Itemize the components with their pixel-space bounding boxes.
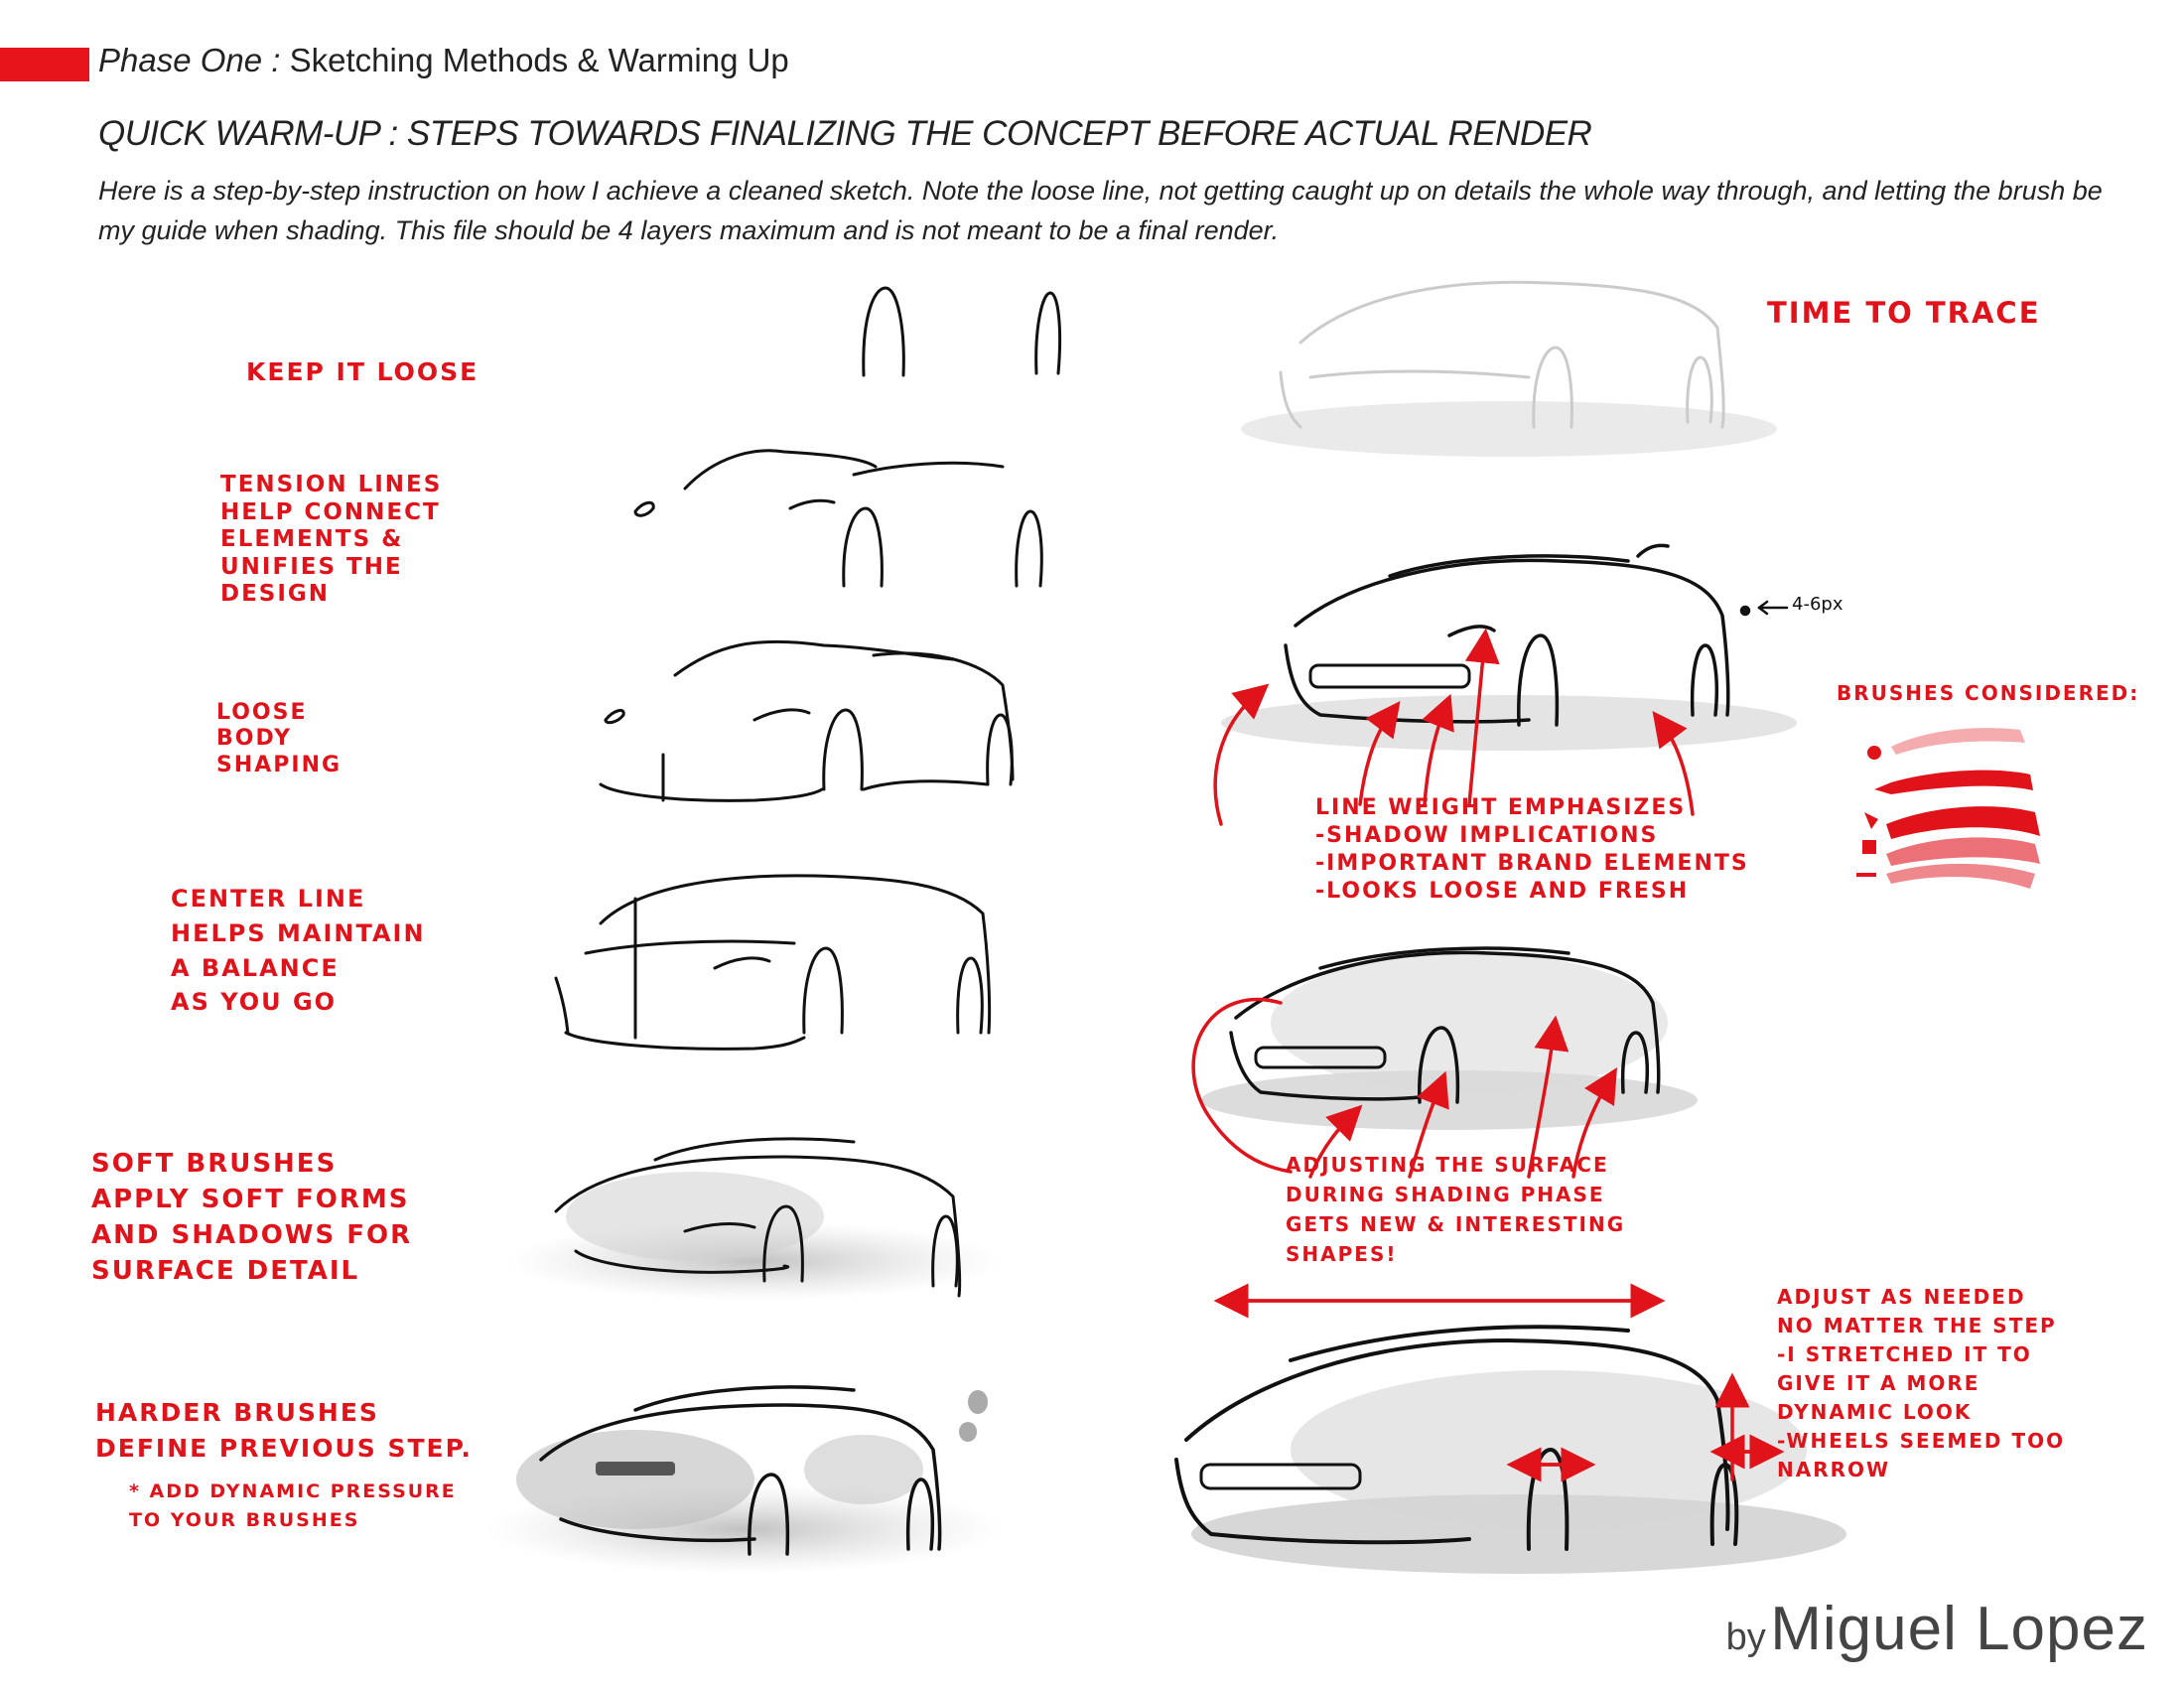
page-subtitle: QUICK WARM-UP : STEPS TOWARDS FINALIZING… [98,114,1592,153]
note-soft-brushes: Soft brushes apply soft forms and shadow… [91,1149,413,1286]
sketch-shading [1201,946,1698,1130]
credit-name: Miguel Lopez [1770,1595,2148,1663]
note-center-line: Center line helps maintain a balance as … [171,885,426,1017]
note-loose-body: Loose body shaping [216,700,342,777]
note-time-to-trace: Time to trace [1767,296,2041,330]
credit-by: by [1725,1617,1766,1658]
sketch-step-3 [599,639,1015,802]
sketch-step-1 [862,286,1062,377]
intro-paragraph: Here is a step-by-step instruction on ho… [98,176,2103,245]
note-line-weight: Line weight emphasizes -shadow implicati… [1315,795,1749,905]
sketch-step-5 [506,1137,1003,1301]
phase-label: Phase One : [98,42,281,78]
note-adjust-as-needed: Adjust as needed no matter the step -I s… [1777,1285,2066,1481]
note-dynamic-pressure: * add dynamic pressure to your brushes [129,1480,457,1532]
sketch-step-6 [486,1385,1003,1574]
sketch-line-weight [1221,543,1797,751]
brush-samples [1856,728,2040,889]
note-tension-lines: Tension lines help connect elements & un… [220,472,443,608]
note-keep-it-loose: Keep it loose [246,357,479,386]
author-credit: by Miguel Lopez [1726,1594,2148,1664]
note-pixel-size: 4-6px [1792,594,1843,615]
annotation-arrows [1191,628,1785,1482]
phase-name: Sketching Methods & Warming Up [289,42,789,78]
phase-title: Phase One : Sketching Methods & Warming … [98,42,789,79]
sketch-step-2 [633,449,1043,588]
sketch-step-4 [554,874,992,1051]
note-brushes-considered: Brushes considered: [1837,681,2140,705]
note-adjusting-surface: Adjusting the surface during shading pha… [1286,1153,1626,1266]
sketch-final [1174,1325,1846,1574]
sketch-trace-ghost [1241,280,1777,457]
pixel-marker [1739,600,1789,617]
header-accent-bar [0,48,89,81]
note-harder-brushes: Harder brushes define previous step. [95,1398,473,1464]
